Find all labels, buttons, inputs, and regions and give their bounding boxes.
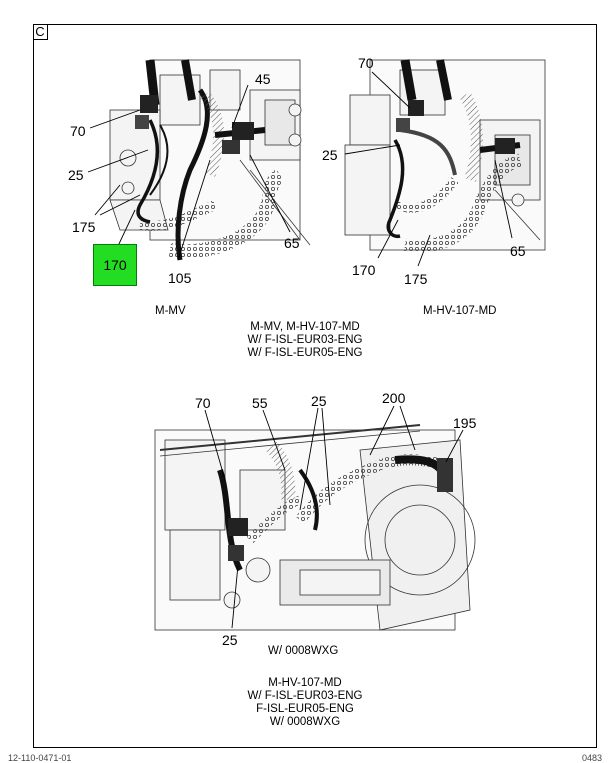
callout-65-right: 65 [510, 243, 526, 259]
callout-45: 45 [255, 71, 271, 87]
caption-shared-line-1: M-MV, M-HV-107-MD [250, 321, 360, 333]
callout-70: 70 [70, 123, 86, 139]
view-bottom: 70 55 25 200 195 25 [154, 390, 477, 648]
callout-105: 105 [168, 270, 192, 286]
caption-top-left: M-MV [155, 305, 186, 317]
view-top-left: 70 45 25 175 105 65 [68, 59, 311, 286]
view-top-right: 70 25 170 175 65 [322, 55, 546, 287]
callout-25-bottom: 25 [311, 393, 327, 409]
callout-175: 175 [72, 219, 96, 235]
callout-170-right: 170 [352, 262, 376, 278]
callout-70-bottom: 70 [195, 395, 211, 411]
caption-bottom-block: M-HV-107-MD W/ F-ISL-EUR03-ENG F-ISL-EUR… [235, 677, 375, 729]
callout-25-right: 25 [322, 147, 338, 163]
callout-200-bottom: 200 [382, 390, 406, 406]
footer-page-ref: 0483 [581, 753, 602, 763]
callout-55-bottom: 55 [252, 395, 268, 411]
caption-bottom-line-4: W/ 0008WXG [269, 716, 341, 728]
diagram-frame [33, 24, 597, 748]
caption-shared-line-2: W/ F-ISL-EUR03-ENG [247, 334, 363, 346]
callout-65: 65 [284, 235, 300, 251]
section-tag: C [33, 24, 48, 40]
callout-175-right: 175 [404, 271, 428, 287]
footer-doc-id: 12-110-0471-01 [8, 753, 72, 763]
caption-shared: M-MV, M-HV-107-MD W/ F-ISL-EUR03-ENG W/ … [235, 321, 375, 360]
highlight-callout-170[interactable]: 170 [93, 244, 137, 286]
callout-25-bottom-low: 25 [222, 632, 238, 648]
caption-bottom: W/ 0008WXG [268, 645, 339, 657]
callout-70-right: 70 [358, 55, 374, 71]
caption-bottom-line-1: M-HV-107-MD [268, 677, 342, 689]
caption-bottom-line-3: F-ISL-EUR05-ENG [256, 703, 354, 715]
callout-195-bottom: 195 [453, 415, 477, 431]
callout-25: 25 [68, 167, 84, 183]
caption-bottom-line-2: W/ F-ISL-EUR03-ENG [247, 690, 363, 702]
caption-top-right: M-HV-107-MD [423, 305, 497, 317]
caption-shared-line-3: W/ F-ISL-EUR05-ENG [247, 347, 363, 359]
